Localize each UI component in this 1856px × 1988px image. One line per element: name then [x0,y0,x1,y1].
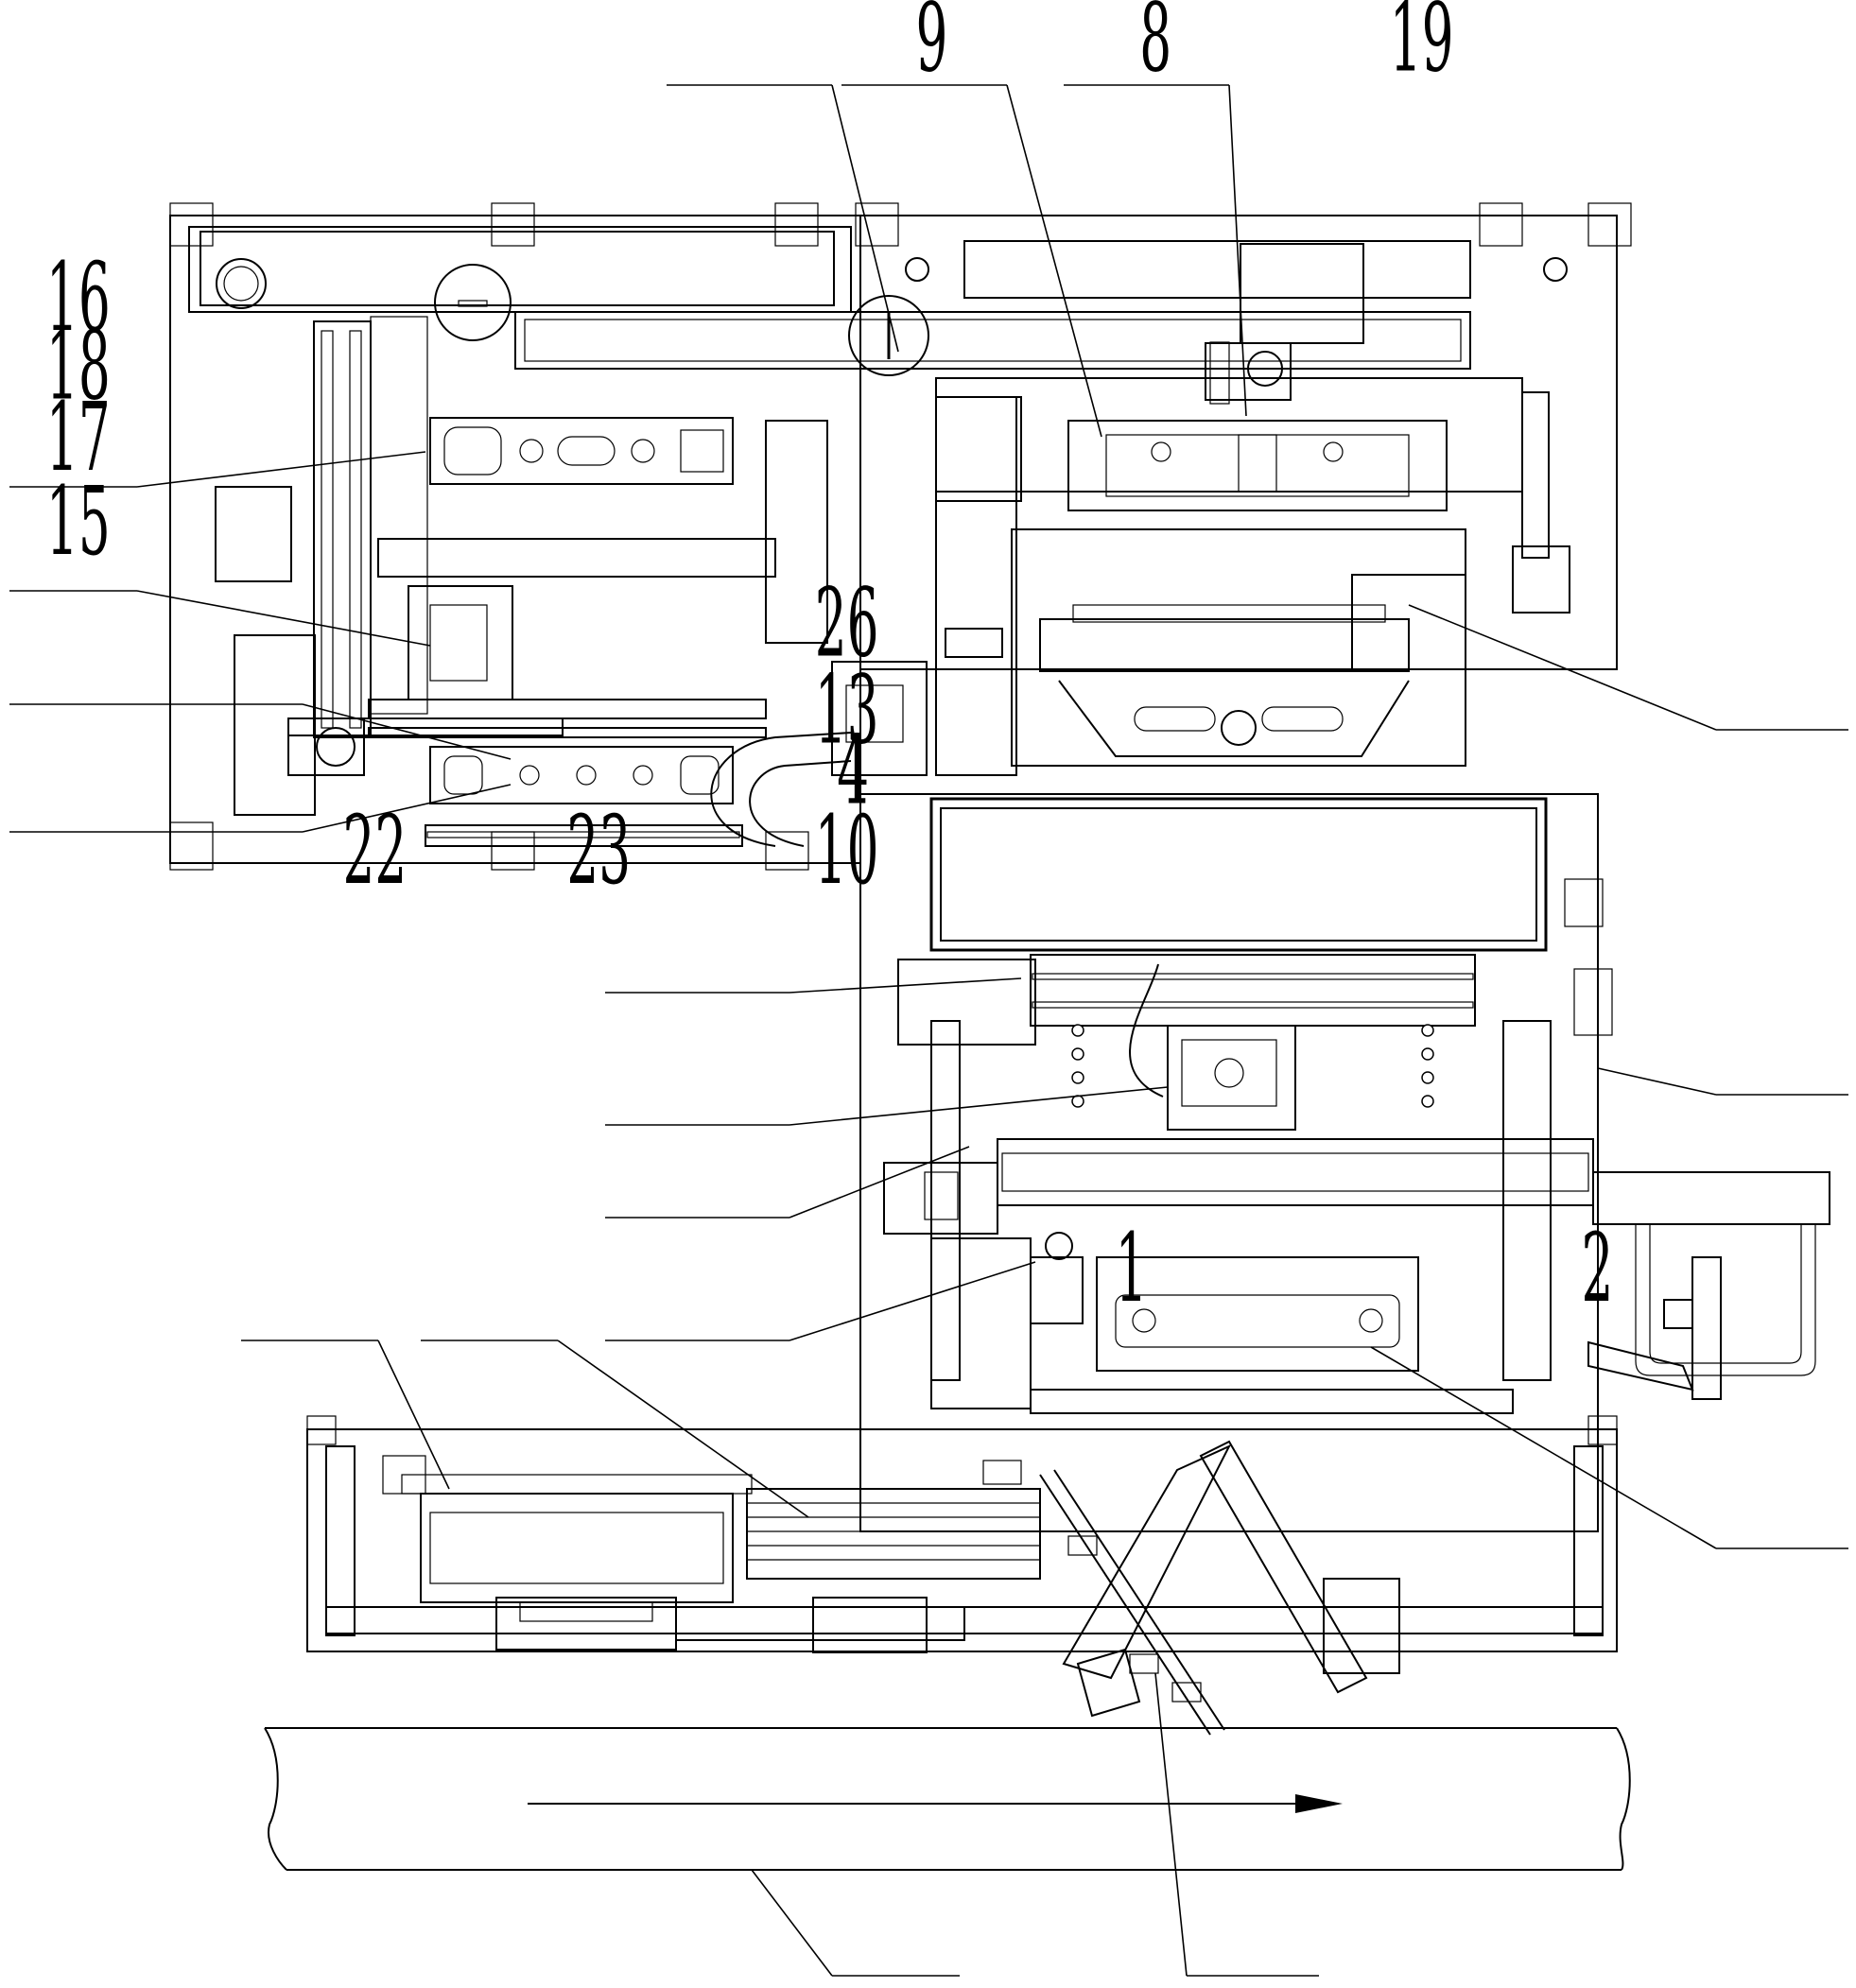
leader-line-2 [1154,1672,1319,1977]
callout-8: 8 [841,0,1171,438]
leader-line-17 [9,703,512,760]
leader-line-9 [667,84,899,353]
leader-line-13 [605,1086,1169,1126]
callout-24: 24 [1597,1067,1848,1096]
callout-1: 1 [751,1214,1148,1977]
callout-label: 23 [566,796,631,906]
callout-19: 19 [1064,0,1454,417]
leader-line-24 [1597,1067,1848,1096]
leader-line-18 [9,590,431,647]
leader-line-10 [605,1261,1036,1341]
right-arrow-icon [1295,1794,1343,1813]
leader-line-1 [751,1869,960,1977]
lower-loading-frame [306,1415,1618,1736]
leader-line-3 [1370,1346,1848,1549]
callout-23: 23 [421,796,809,1518]
callout-label: 26 [815,568,879,678]
callout-16: 16 [9,243,426,488]
callout-9: 9 [667,0,947,353]
leader-line-5 [1408,604,1848,731]
callout-label: 8 [1139,0,1171,93]
callout-22: 22 [241,796,450,1490]
callout-label: 19 [1390,0,1454,93]
callout-17: 17 [9,383,512,760]
leader-line-19 [1064,84,1247,417]
callout-label: 16 [46,243,111,353]
callout-3: 3 [1370,1346,1848,1549]
callout-2: 2 [1154,1214,1613,1977]
upper-left-frame [169,202,861,871]
callout-label: 18 [46,311,111,421]
callout-label: 2 [1581,1214,1613,1323]
main-conveyor [264,1727,1631,1871]
leader-line-8 [841,84,1102,438]
callout-label: 9 [915,0,947,93]
callout-5: 5 [1408,604,1848,731]
callout-label: 10 [815,796,879,906]
terminal-block [519,1601,653,1622]
leader-line-26 [605,977,1022,994]
callout-label: 4 [837,716,869,825]
callout-4: 4 [605,716,970,1219]
callout-label: 1 [1116,1214,1148,1323]
callout-label: 15 [46,467,111,577]
callout-label: 13 [815,655,879,765]
perforated-plate [370,316,428,715]
feeding-robot-arm-graphic [982,1440,1400,1736]
callout-18: 18 [9,311,431,647]
callout-15: 15 [9,467,512,833]
leader-line-23 [421,1340,809,1518]
middle-housing [859,793,1830,1532]
callout-10: 10 [605,796,1036,1341]
leader-line-16 [9,451,426,488]
leader-line-4 [605,1146,970,1219]
callout-13: 13 [605,655,1169,1126]
upper-right-frame [514,202,1632,776]
callout-label: 17 [46,383,111,493]
callout-26: 26 [605,568,1022,994]
callout-label: 22 [343,796,408,906]
leader-line-22 [241,1340,450,1490]
leader-line-15 [9,784,512,833]
